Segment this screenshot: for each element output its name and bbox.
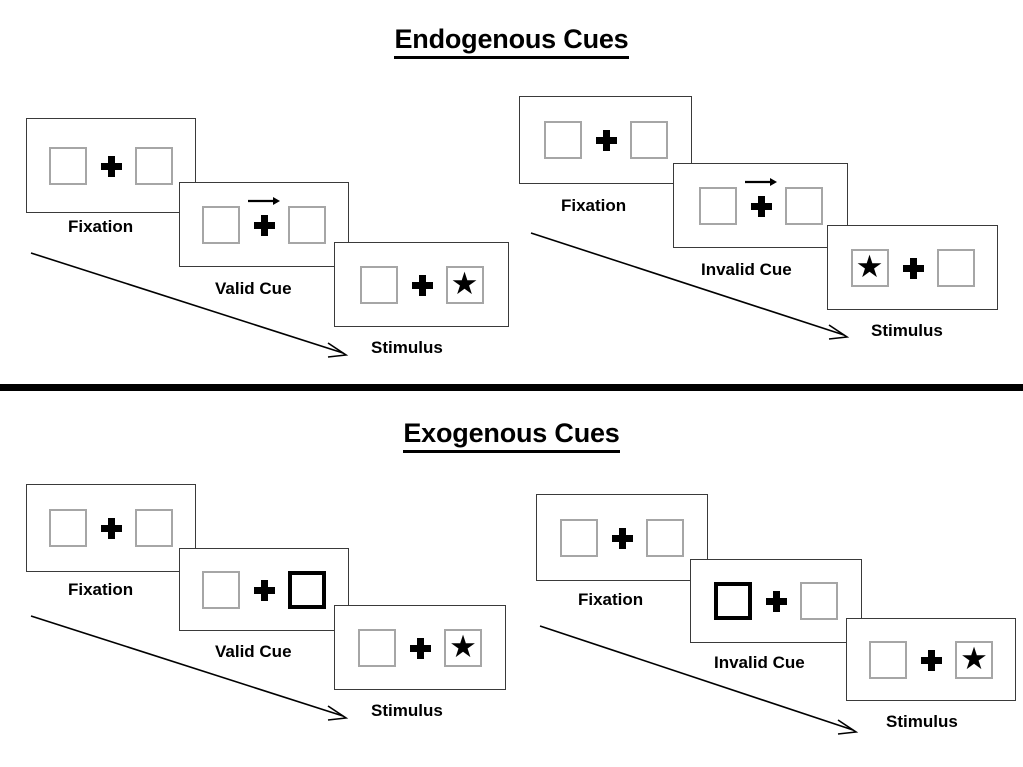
stimulus-square-left[interactable] [560, 518, 598, 557]
stimulus-square-left[interactable] [543, 121, 582, 159]
stimulus-square-right[interactable] [646, 518, 684, 557]
panel-endogenous-valid-stimulus[interactable]: ★ [334, 242, 509, 327]
caption-endogenous-invalid-stimulus: Stimulus [871, 321, 943, 340]
plus-icon [254, 579, 275, 601]
panel-exogenous-invalid-cue[interactable] [690, 559, 862, 643]
plus-icon [411, 274, 433, 296]
stimulus-square-right[interactable] [135, 509, 173, 547]
stimulus-square-left[interactable] [49, 509, 87, 547]
plus-icon [612, 527, 633, 549]
stimulus-square-right[interactable]: ★ [444, 628, 482, 667]
panel-endogenous-invalid-cue[interactable] [673, 163, 848, 248]
panel-exogenous-invalid-stimulus[interactable]: ★ [846, 618, 1016, 701]
stimulus-square-right[interactable] [784, 186, 823, 225]
section-title-exogenous-text: Exogenous Cues [403, 418, 620, 453]
plus-icon [595, 130, 617, 151]
plus-icon [744, 177, 777, 217]
stimulus-square-right[interactable] [288, 205, 326, 244]
star-icon: ★ [450, 266, 479, 301]
panel-endogenous-valid-cue[interactable] [179, 182, 349, 267]
section-title-exogenous: Exogenous Cues [0, 418, 1023, 453]
stimulus-square-left[interactable] [202, 205, 240, 244]
stimulus-square-right[interactable] [800, 582, 838, 620]
stimulus-square-right[interactable] [629, 121, 668, 159]
panel-endogenous-valid-fixation[interactable] [26, 118, 196, 213]
stimulus-square-left[interactable] [869, 640, 907, 679]
stimulus-square-right[interactable]: ★ [445, 265, 484, 304]
stimulus-square-left[interactable] [49, 146, 87, 185]
caption-endogenous-invalid-cue: Invalid Cue [701, 260, 792, 279]
arrow-right-icon [744, 177, 777, 186]
plus-icon [921, 649, 942, 671]
star-icon: ★ [855, 249, 884, 284]
panel-endogenous-invalid-stimulus[interactable]: ★ [827, 225, 998, 310]
panel-exogenous-valid-fixation[interactable] [26, 484, 196, 572]
stimulus-square-left[interactable] [202, 570, 240, 609]
stimulus-square-left[interactable] [358, 628, 396, 667]
stimulus-square-left[interactable]: ★ [850, 248, 889, 287]
plus-icon [101, 518, 122, 539]
panel-exogenous-valid-cue[interactable] [179, 548, 349, 631]
stimulus-square-right[interactable] [135, 146, 173, 185]
plus-icon [766, 591, 787, 612]
section-title-endogenous: Endogenous Cues [0, 24, 1023, 59]
caption-endogenous-invalid-fixation: Fixation [561, 196, 627, 215]
caption-exogenous-invalid-fixation: Fixation [578, 590, 644, 609]
plus-icon [101, 155, 122, 177]
caption-exogenous-invalid-cue: Invalid Cue [714, 653, 805, 672]
panel-endogenous-invalid-fixation[interactable] [519, 96, 692, 184]
stimulus-square-left[interactable] [359, 265, 398, 304]
stimulus-square-left[interactable] [698, 186, 737, 225]
caption-exogenous-valid-cue: Valid Cue [215, 642, 292, 661]
stimulus-square-right-cued[interactable] [288, 570, 326, 609]
stimulus-square-right[interactable]: ★ [955, 640, 993, 679]
star-icon: ★ [449, 629, 477, 664]
caption-exogenous-valid-stimulus: Stimulus [371, 701, 443, 720]
arrow-right-icon [248, 196, 280, 205]
caption-exogenous-invalid-stimulus: Stimulus [886, 712, 958, 731]
plus-icon [902, 257, 924, 279]
stimulus-square-right[interactable] [936, 248, 975, 287]
panel-exogenous-invalid-fixation[interactable] [536, 494, 708, 581]
section-divider [0, 384, 1023, 391]
caption-exogenous-valid-fixation: Fixation [68, 580, 134, 599]
star-icon: ★ [960, 641, 988, 676]
caption-endogenous-valid-stimulus: Stimulus [371, 338, 443, 357]
stimulus-square-left-cued[interactable] [714, 582, 752, 620]
panel-exogenous-valid-stimulus[interactable]: ★ [334, 605, 506, 690]
plus-icon [248, 196, 280, 236]
section-title-endogenous-text: Endogenous Cues [394, 24, 629, 59]
caption-endogenous-valid-cue: Valid Cue [215, 279, 292, 298]
caption-endogenous-valid-fixation: Fixation [68, 217, 134, 236]
plus-icon [410, 637, 431, 659]
